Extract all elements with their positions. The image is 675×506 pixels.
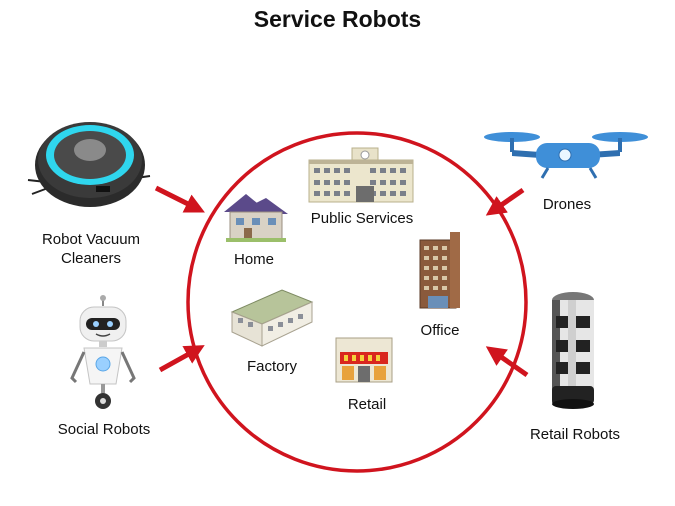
robot-vacuum-label-line1: Robot Vacuum — [41, 231, 141, 248]
arrow-vacuum — [154, 185, 205, 213]
arrow-drones — [485, 187, 525, 216]
robot-vacuum-label-line2: Cleaners — [60, 250, 122, 267]
arrow-social — [158, 345, 205, 373]
arrow-retail — [485, 346, 529, 378]
office-building-icon — [419, 232, 460, 309]
drones-label: Drones — [542, 196, 592, 213]
office-label: Office — [420, 322, 460, 339]
drone-icon — [484, 132, 648, 179]
retail-robots-label: Retail Robots — [529, 426, 621, 443]
services-circle — [186, 131, 528, 473]
social-robot-icon — [70, 295, 136, 409]
retail-label: Retail — [347, 396, 387, 413]
page-title: Service Robots — [253, 6, 422, 32]
retail-store-icon — [335, 337, 393, 383]
home-icon — [224, 194, 288, 242]
factory-label: Factory — [246, 358, 297, 375]
public-services-label: Public Services — [310, 210, 414, 227]
robot-vacuum-icon — [27, 122, 151, 207]
public-services-building-icon — [308, 147, 414, 203]
factory-icon — [230, 289, 314, 347]
social-robots-label: Social Robots — [57, 421, 151, 438]
robot-vacuum-label: Robot Vacuum Cleaners — [30, 230, 152, 268]
home-label: Home — [233, 251, 274, 268]
retail-robot-icon — [552, 292, 594, 409]
